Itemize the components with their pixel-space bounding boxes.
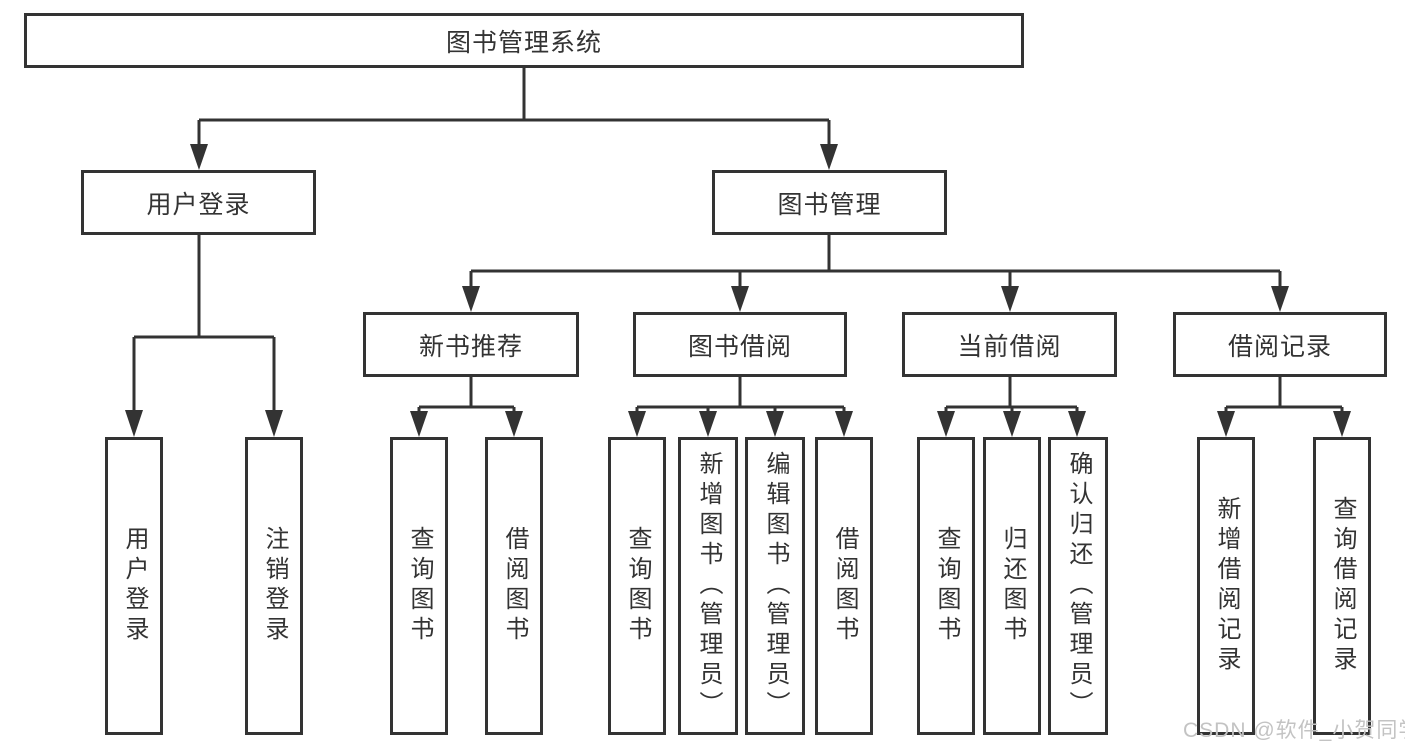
node-borrow-books-recommend: 借阅图书 bbox=[485, 437, 543, 735]
node-add-books-admin: 新增图书（管理员） bbox=[678, 437, 738, 735]
node-label: 图书管理系统 bbox=[445, 28, 602, 57]
node-label: 编辑图书（管理员） bbox=[762, 451, 789, 721]
node-user-login: 用户登录 bbox=[105, 437, 163, 735]
node-edit-books-admin: 编辑图书（管理员） bbox=[745, 437, 805, 735]
node-label: 新书推荐 bbox=[418, 332, 523, 361]
node-borrow-records: 借阅记录 bbox=[1173, 312, 1387, 377]
node-label: 借阅记录 bbox=[1227, 332, 1332, 361]
node-logout: 注销登录 bbox=[245, 437, 303, 735]
node-label: 用户登录 bbox=[146, 190, 251, 219]
arrowheads bbox=[125, 144, 1351, 437]
node-label: 图书管理 bbox=[777, 190, 882, 219]
node-user-login-branch: 用户登录 bbox=[81, 170, 316, 235]
node-label: 查询图书 bbox=[624, 526, 651, 646]
node-label: 注销登录 bbox=[261, 526, 288, 646]
node-book-management: 图书管理 bbox=[712, 170, 947, 235]
node-query-borrow-record: 查询借阅记录 bbox=[1313, 437, 1371, 735]
node-new-book-recommend: 新书推荐 bbox=[363, 312, 579, 377]
node-label: 借阅图书 bbox=[831, 526, 858, 646]
node-book-borrow: 图书借阅 bbox=[633, 312, 847, 377]
node-query-books-recommend: 查询图书 bbox=[390, 437, 448, 735]
node-label: 查询借阅记录 bbox=[1329, 496, 1356, 676]
node-label: 归还图书 bbox=[999, 526, 1026, 646]
node-label: 图书借阅 bbox=[687, 332, 792, 361]
node-label: 当前借阅 bbox=[957, 332, 1062, 361]
node-query-books-current: 查询图书 bbox=[917, 437, 975, 735]
node-label: 新增图书（管理员） bbox=[695, 451, 722, 721]
node-return-books: 归还图书 bbox=[983, 437, 1041, 735]
node-label: 新增借阅记录 bbox=[1213, 496, 1240, 676]
node-current-borrow: 当前借阅 bbox=[902, 312, 1117, 377]
node-label: 查询图书 bbox=[933, 526, 960, 646]
node-library-system: 图书管理系统 bbox=[24, 13, 1024, 68]
node-label: 查询图书 bbox=[406, 526, 433, 646]
node-label: 借阅图书 bbox=[501, 526, 528, 646]
watermark: CSDN @软件_小贺同学 bbox=[1183, 719, 1405, 742]
node-query-books-borrow: 查询图书 bbox=[608, 437, 666, 735]
node-borrow-books-borrow: 借阅图书 bbox=[815, 437, 873, 735]
node-add-borrow-record: 新增借阅记录 bbox=[1197, 437, 1255, 735]
node-label: 用户登录 bbox=[121, 526, 148, 646]
node-label: 确认归还（管理员） bbox=[1065, 451, 1092, 721]
node-confirm-return-admin: 确认归还（管理员） bbox=[1048, 437, 1108, 735]
